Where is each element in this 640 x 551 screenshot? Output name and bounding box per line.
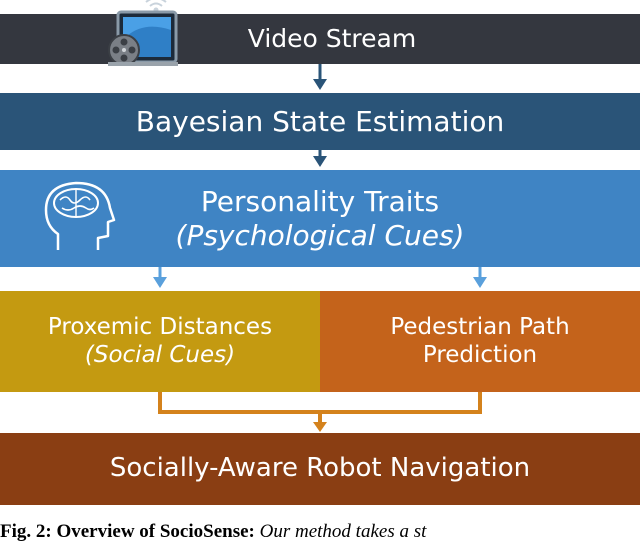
- personality-traits-box: Personality Traits (Psychological Cues): [0, 170, 640, 267]
- caption-bold: Fig. 2: Overview of SocioSense:: [0, 521, 255, 542]
- figure-caption: Fig. 2: Overview of SocioSense: Our meth…: [0, 521, 640, 551]
- pedestrian-label-line1: Pedestrian Path: [390, 313, 570, 340]
- arrow-personality-to-proxemic: [153, 267, 167, 288]
- diagram-overlay: [44, 0, 487, 432]
- arrow-video-to-bayes: [313, 64, 327, 90]
- pedestrian-path-prediction-box: Pedestrian Path Prediction: [320, 291, 640, 392]
- social-navigation-label: Socially-Aware Robot Navigation: [109, 453, 531, 484]
- proxemic-label: Proxemic Distances: [47, 313, 273, 340]
- brain-head-icon: [44, 181, 116, 250]
- socially-aware-navigation-box: Socially-Aware Robot Navigation: [0, 433, 640, 505]
- psychological-cues-label: (Psychological Cues): [175, 218, 465, 252]
- bayesian-label: Bayesian State Estimation: [135, 104, 505, 138]
- arrow-bayes-to-personality: [313, 150, 327, 167]
- proxemic-distances-box: Proxemic Distances (Social Cues): [0, 291, 320, 392]
- caption-text: Our method takes a st: [254, 521, 427, 542]
- personality-label: Personality Traits: [200, 184, 440, 218]
- merge-connector-arrow: [158, 392, 482, 432]
- arrow-personality-to-pedestrian: [473, 267, 487, 288]
- video-tv-icon: [108, 0, 178, 66]
- video-stream-label: Video Stream: [247, 24, 417, 53]
- bayesian-state-estimation-box: Bayesian State Estimation: [0, 93, 640, 150]
- pedestrian-label-line2: Prediction: [422, 341, 538, 368]
- video-stream-box: Video Stream: [0, 14, 640, 64]
- social-cues-label: (Social Cues): [84, 341, 236, 368]
